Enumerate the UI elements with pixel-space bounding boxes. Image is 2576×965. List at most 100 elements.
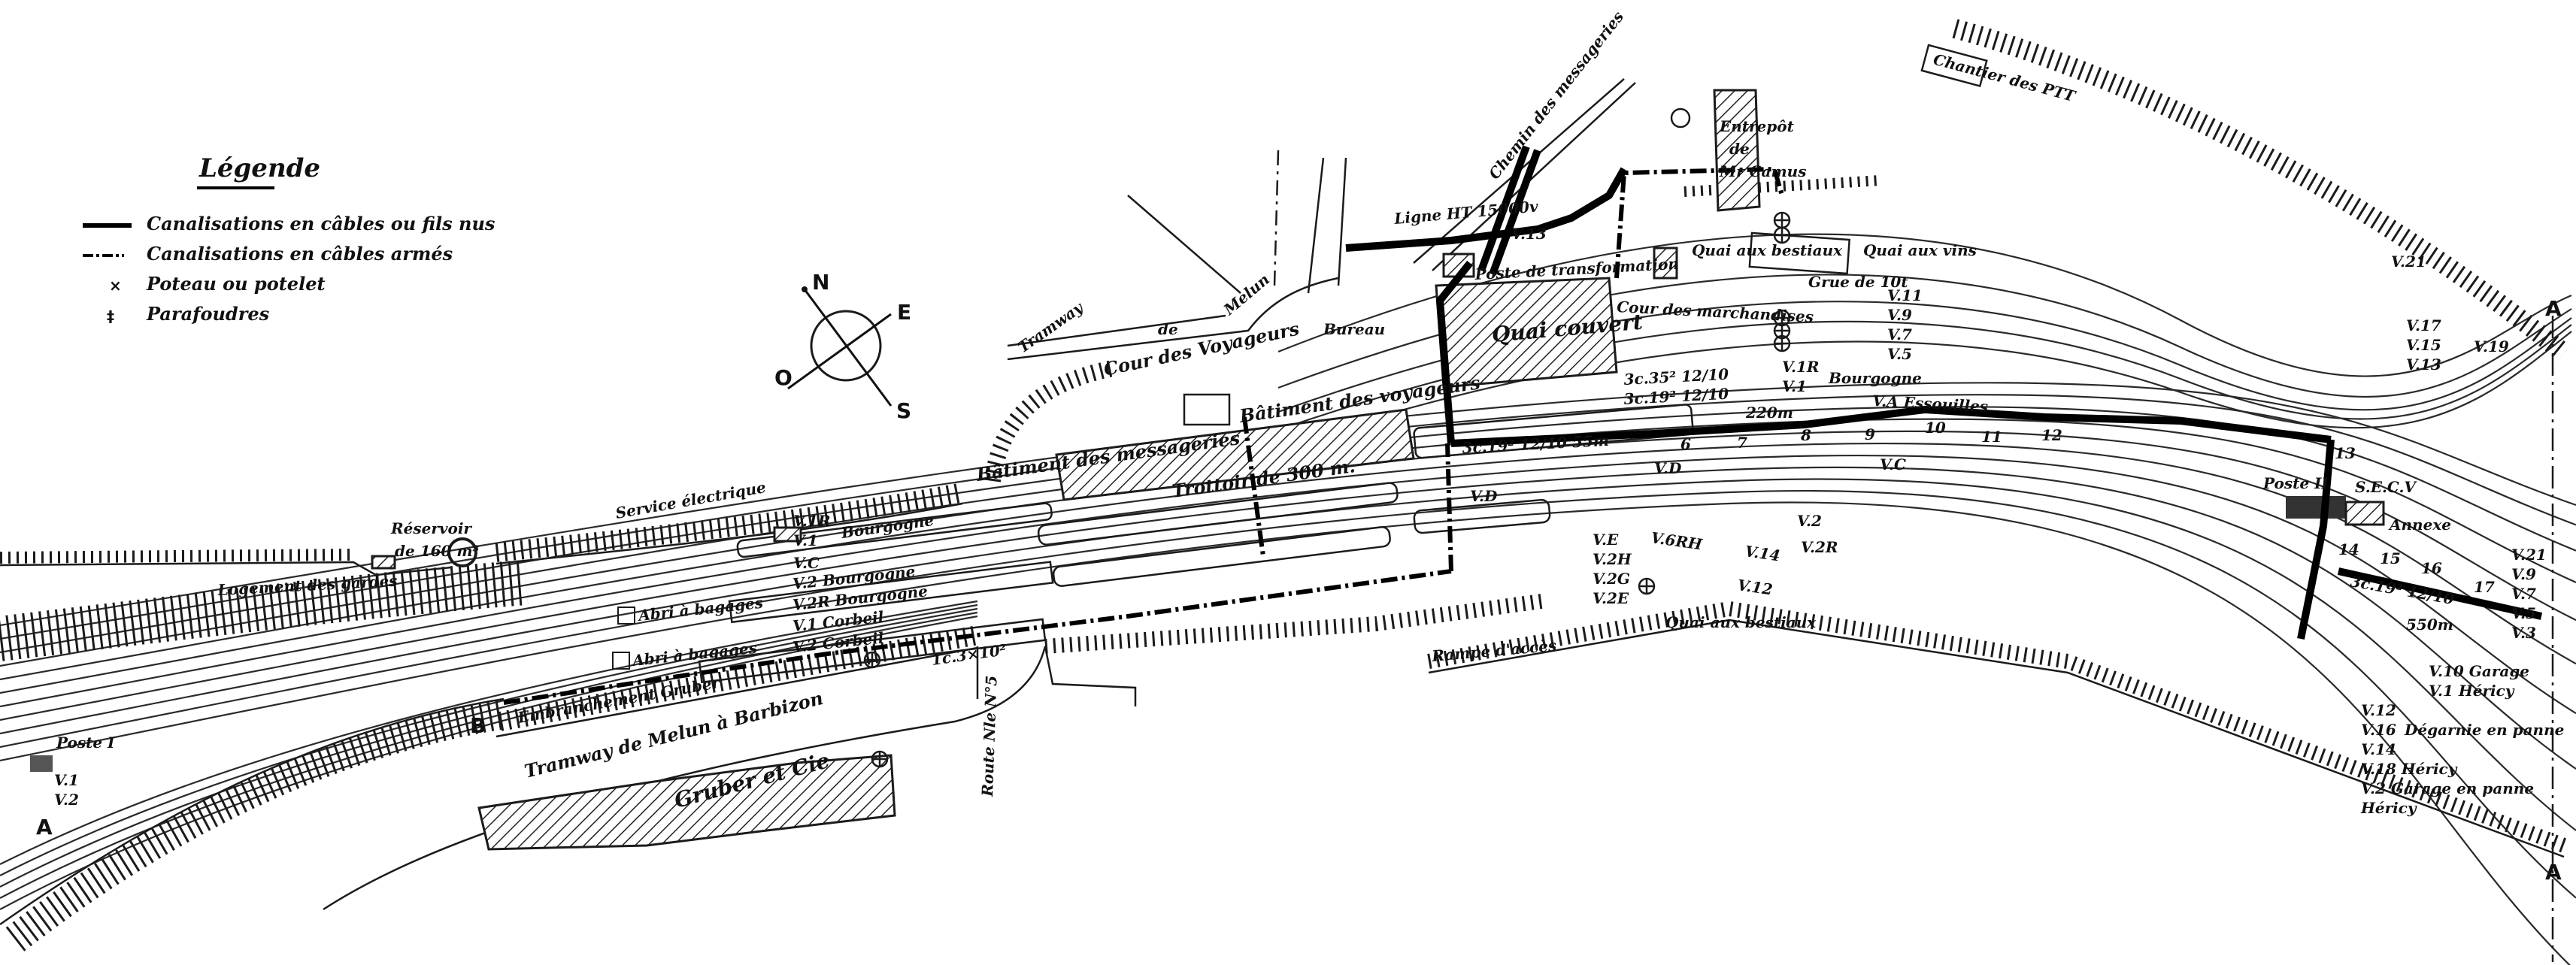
label-cour-marchandises: Cour des marchandises — [1617, 298, 1814, 326]
track-label: V.6RH — [1650, 528, 1704, 553]
track-label: Dégarnie en panne — [2404, 721, 2564, 739]
track-label: V.9 — [1887, 306, 1912, 324]
pole-number: 13 — [2335, 444, 2356, 462]
embankments — [0, 19, 2571, 951]
embankment-top-left — [0, 549, 354, 564]
cable-armed-cross — [1242, 416, 1453, 572]
pole-icon — [1638, 577, 1656, 595]
track-label: V.2H — [1593, 550, 1632, 568]
building-logement — [371, 555, 396, 570]
pole-number: 9 — [1865, 425, 1875, 443]
track-label: Héricy — [2360, 799, 2417, 817]
section-marker-a: A — [36, 815, 53, 839]
buildings — [30, 89, 2385, 851]
track-label: V.16 — [2361, 721, 2396, 739]
track-label: V.18 Héricy — [2361, 760, 2458, 778]
label-chantier-ptt: Chantier des PTT — [1932, 50, 2079, 106]
track-label: V.19 — [2474, 337, 2509, 355]
label-reservoir: Réservoir — [390, 519, 472, 537]
track-labels: V.1R V.1 Bourgogne V.C V.2 Bourgogne V.2… — [54, 225, 2564, 817]
legend-arrester-icon: ‡ — [107, 307, 114, 325]
railway-track — [0, 382, 2576, 627]
track-label: V.1R — [793, 512, 831, 530]
embankment-lower-left — [5, 699, 507, 951]
track-label: V.12 — [2361, 701, 2396, 719]
legend-item-label: Parafoudres — [146, 303, 270, 325]
track-label: V.1 — [793, 531, 818, 549]
building-poste-2 — [2286, 496, 2346, 519]
building-poste-1 — [30, 755, 53, 772]
railway-tracks — [0, 233, 2576, 965]
pole-number: 12 — [2041, 426, 2062, 444]
track-label: V.15 — [2406, 336, 2441, 354]
compass-rose: N E S O — [774, 270, 911, 423]
section-marker-b: B — [470, 713, 486, 738]
building-annexe — [2344, 501, 2385, 526]
embankment-tramway-curve — [984, 360, 1115, 482]
track-label: V.C — [793, 554, 820, 572]
label-service-electrique: Service électrique — [614, 478, 768, 522]
legend-title: Légende — [199, 153, 320, 183]
track-label: V.13 — [1511, 225, 1547, 243]
railway-track — [0, 406, 2576, 654]
pole-icon — [1773, 211, 1791, 229]
pole-number: 10 — [1925, 419, 1946, 437]
reservoir-icon — [447, 537, 477, 567]
track-label: V.7 — [1887, 325, 1912, 343]
label-quai-bestiaux: Quai aux bestiaux — [1692, 241, 1843, 259]
label-entrepot: Mr Camus — [1719, 162, 1806, 180]
compass-north-label: N — [812, 270, 829, 295]
track-label: V.D — [1470, 487, 1498, 505]
track-label: V.11 — [1887, 286, 1923, 304]
railway-track — [0, 478, 2576, 831]
label-entrepot: Entrepôt — [1719, 117, 1795, 135]
track-label: V.2 — [1797, 512, 1822, 530]
railway-track — [0, 454, 2576, 715]
track-label: V.3 — [2511, 624, 2536, 642]
building-entrepot-camus — [1713, 89, 1761, 212]
railway-track — [0, 600, 978, 865]
poles — [863, 107, 1791, 768]
embankment-service — [495, 482, 965, 562]
track-label: V.7 — [2511, 585, 2536, 603]
label-bureau: Bureau — [1323, 320, 1385, 338]
track-label: V.5 — [2511, 604, 2536, 622]
pole-number: 17 — [2474, 578, 2495, 596]
pole-number: 6 — [1680, 435, 1691, 453]
pole-number: 11 — [1981, 428, 2002, 446]
track-label: V.2G — [1593, 570, 1630, 588]
track-label: V.14 — [2361, 740, 2396, 758]
compass-east-label: E — [897, 300, 911, 325]
track-label: V.2 — [54, 791, 79, 809]
track-label: V.12 — [1736, 576, 1774, 598]
compass-south-label: S — [896, 398, 911, 423]
railway-track — [0, 394, 2576, 640]
embankment-north-east — [1952, 19, 2571, 361]
track-label: V.1 — [1782, 377, 1807, 395]
track-label: V.21 — [2391, 253, 2426, 271]
cable-bare-north — [1436, 260, 1473, 444]
embankment-rampe — [1044, 594, 1543, 654]
label-annexe: Annexe — [2388, 516, 2451, 534]
label-poste-2: Poste II — [2262, 474, 2329, 492]
pole-icon — [1670, 107, 1691, 129]
track-label: V.21 — [2511, 546, 2547, 564]
track-label: V.10 Garage — [2429, 662, 2529, 680]
track-label: V.13 — [2406, 355, 2441, 374]
cable-ht-line — [1345, 167, 1628, 252]
cables — [503, 145, 2543, 705]
railway-track — [0, 604, 978, 876]
cable-bare-main — [1450, 406, 2332, 447]
pole-icon — [1773, 334, 1791, 352]
cable-label: 220m — [1745, 404, 1793, 422]
section-marker-a: A — [2545, 296, 2562, 321]
cable-ht-branch — [1477, 145, 1541, 276]
track-label: V.14 — [1744, 542, 1781, 564]
cable-label: 3c.19² 12/10 — [1623, 385, 1729, 408]
track-label: V.2E — [1593, 589, 1629, 607]
pole-icon — [1773, 226, 1791, 244]
label-poste-1: Poste I — [56, 734, 115, 752]
railway-track — [0, 442, 2576, 694]
building-annex-voyageurs — [1183, 393, 1231, 426]
